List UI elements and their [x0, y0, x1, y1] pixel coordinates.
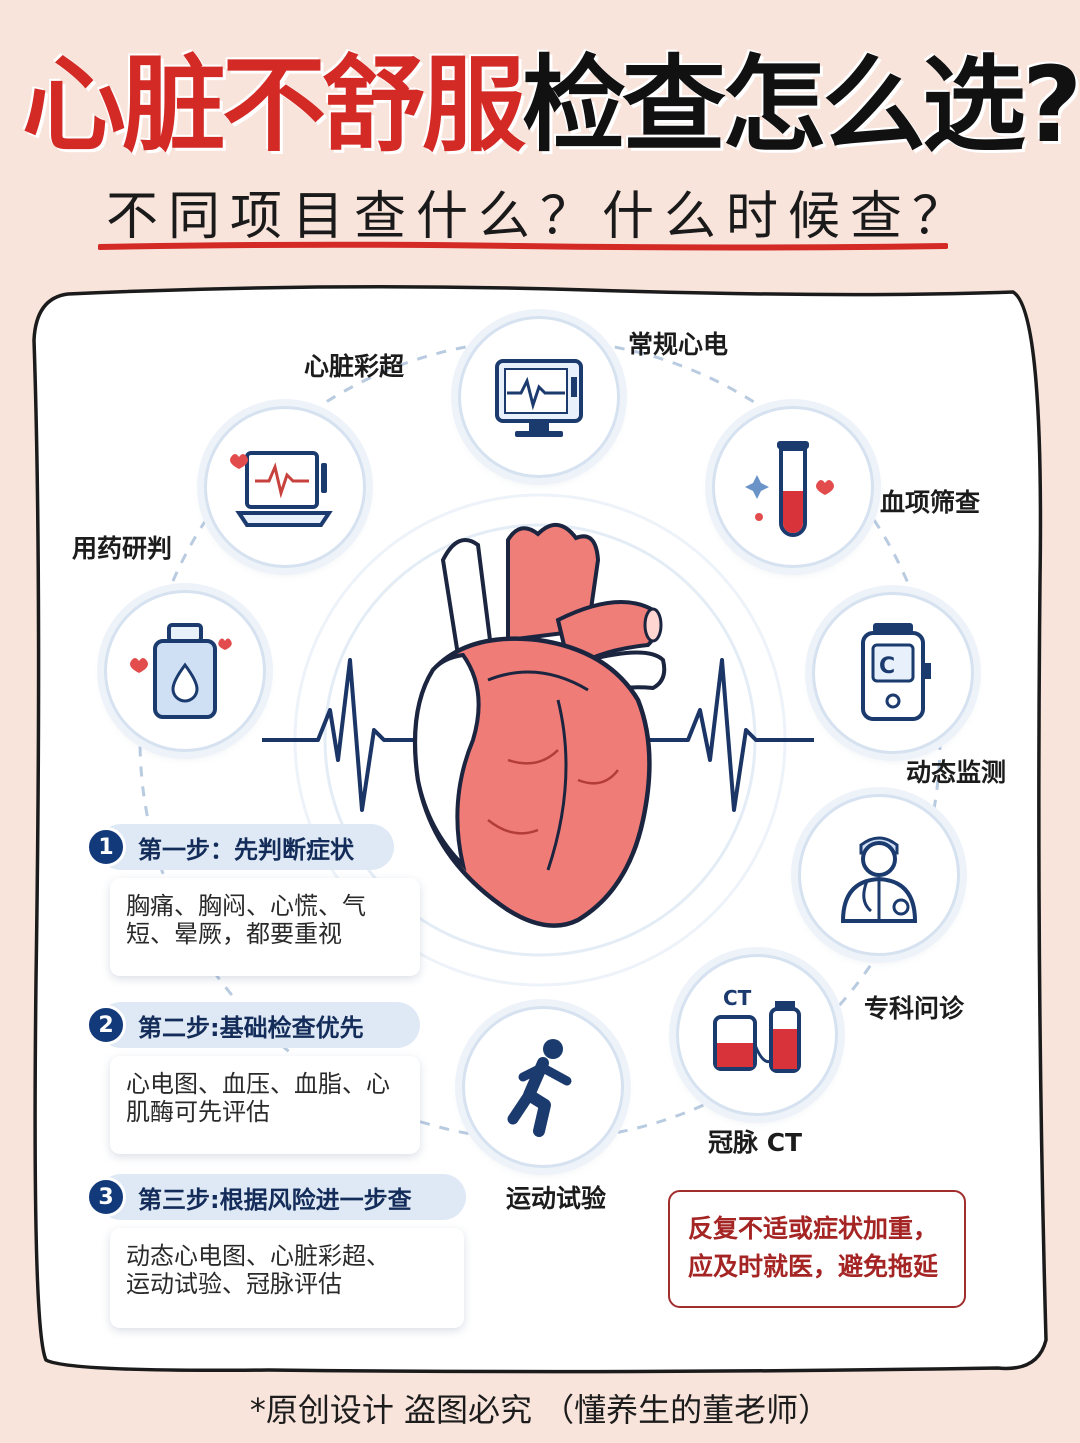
- ecg-monitor-icon: [495, 359, 583, 437]
- doctor-icon: [840, 836, 918, 923]
- coronary-ct-circle[interactable]: CT: [676, 954, 838, 1116]
- label-ct: 冠脉 CT: [708, 1128, 803, 1157]
- warning-box: 反复不适或症状加重， 应及时就医，避免拖延: [668, 1190, 966, 1308]
- step-3-line-2: 运动试验、冠脉评估: [126, 1270, 342, 1298]
- step-3: 3 第三步:根据风险进一步查 动态心电图、心脏彩超、 运动试验、冠脉评估: [86, 1174, 470, 1328]
- holter-circle[interactable]: C: [812, 592, 974, 754]
- ct-contrast-icon: CT: [713, 986, 801, 1073]
- step-2-line-2: 肌酶可先评估: [126, 1098, 270, 1126]
- label-exercise: 运动试验: [506, 1184, 607, 1213]
- title-red-part: 心脏不舒服: [22, 44, 526, 166]
- label-consult: 专科问诊: [864, 994, 965, 1023]
- label-holter: 动态监测: [906, 758, 1007, 787]
- step-2-body: 心电图、血压、血脂、心 肌酶可先评估: [110, 1056, 420, 1154]
- echo-laptop-circle[interactable]: [204, 406, 366, 568]
- step-2-header: 2 第二步:基础检查优先: [86, 1002, 420, 1048]
- warning-line-2: 应及时就医，避免拖延: [688, 1252, 939, 1281]
- step-3-header: 3 第三步:根据风险进一步查: [86, 1174, 466, 1220]
- step-3-title: 第三步:根据风险进一步查: [138, 1185, 412, 1214]
- step-1-title: 第一步：先判断症状: [138, 835, 354, 864]
- medicine-bottle-icon: [130, 623, 232, 719]
- subtitle-underline: [98, 241, 948, 251]
- label-blood: 血项筛查: [880, 488, 981, 517]
- step-2-line-1: 心电图、血压、血脂、心: [126, 1070, 390, 1098]
- step-1: 1 第一步：先判断症状 胸痛、胸闷、心慌、气 短、晕厥，都要重视: [86, 824, 422, 976]
- step-3-line-1: 动态心电图、心脏彩超、: [126, 1242, 390, 1270]
- label-ecg: 常规心电: [628, 330, 729, 359]
- title-row: 心脏不舒服 检查怎么选?: [0, 35, 1080, 175]
- exercise-test-circle[interactable]: [462, 1006, 624, 1168]
- step-1-body: 胸痛、胸闷、心慌、气 短、晕厥，都要重视: [110, 878, 420, 976]
- ultrasound-laptop-icon: [230, 451, 333, 527]
- step-2: 2 第二步:基础检查优先 心电图、血压、血脂、心 肌酶可先评估: [86, 1002, 422, 1154]
- medication-circle[interactable]: [104, 590, 266, 752]
- step-2-number: 2: [86, 1005, 126, 1045]
- consult-circle[interactable]: [798, 794, 960, 956]
- label-echo: 心脏彩超: [304, 352, 405, 381]
- ecg-monitor-circle[interactable]: [458, 316, 620, 478]
- step-3-body: 动态心电图、心脏彩超、 运动试验、冠脉评估: [110, 1228, 464, 1328]
- subtitle: 不同项目查什么？什么时候查？: [105, 187, 974, 247]
- title-black-part: 检查怎么选?: [522, 44, 1080, 166]
- step-2-title: 第二步:基础检查优先: [138, 1013, 364, 1042]
- ct-tag: CT: [723, 986, 752, 1010]
- blood-test-circle[interactable]: [712, 406, 874, 568]
- step-1-line-2: 短、晕厥，都要重视: [126, 920, 342, 948]
- step-1-line-1: 胸痛、胸闷、心慌、气: [126, 892, 366, 920]
- label-drug: 用药研判: [72, 534, 173, 563]
- test-tube-icon: [745, 441, 834, 537]
- step-3-number: 3: [86, 1177, 126, 1217]
- heart-illustration: [262, 523, 814, 928]
- footer-copyright: *原创设计 盗图必究 （懂养生的董老师）: [249, 1391, 831, 1429]
- step-1-header: 1 第一步：先判断症状: [86, 824, 394, 870]
- holter-tag: C: [879, 654, 895, 679]
- running-person-icon: [507, 1039, 572, 1137]
- step-1-number: 1: [86, 827, 126, 867]
- warning-line-1: 反复不适或症状加重，: [688, 1214, 939, 1243]
- holter-monitor-icon: C: [861, 623, 931, 721]
